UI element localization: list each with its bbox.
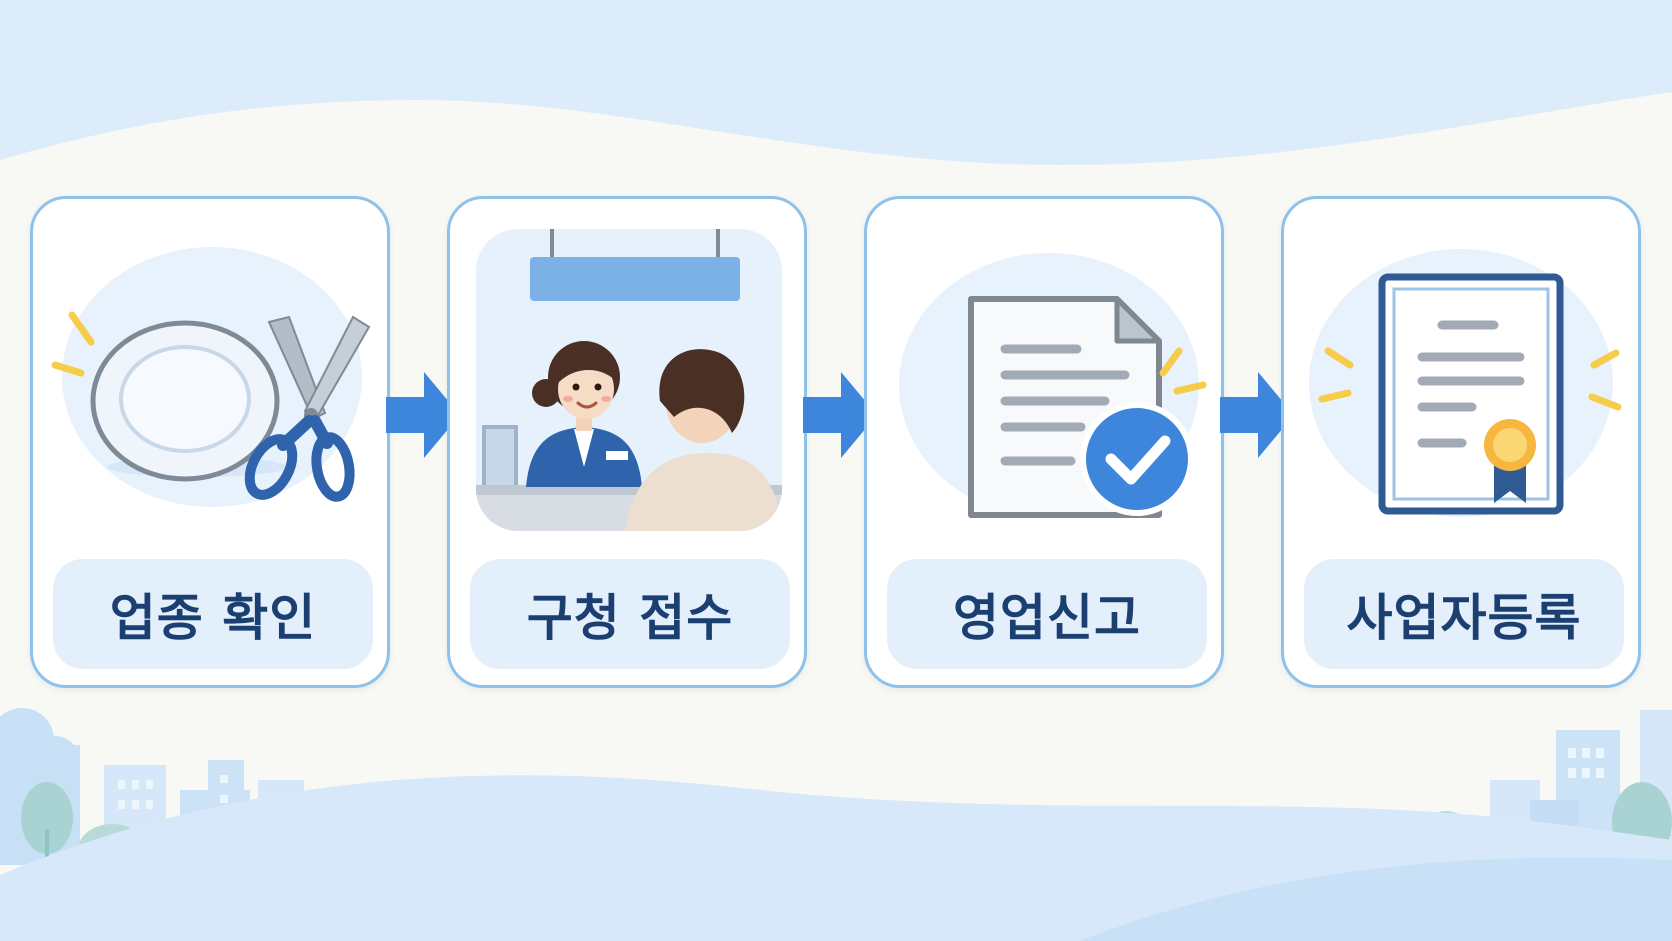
step-card-2: 구청 접수 (447, 196, 807, 688)
document-check-icon (899, 253, 1207, 518)
step-label: 영업신고 (887, 559, 1207, 669)
certificate-icon (1309, 249, 1622, 517)
arrow-right-icon (803, 372, 877, 458)
arrow-right-icon (386, 372, 460, 458)
plate-scissors-icon (51, 247, 371, 507)
service-counter-icon (476, 229, 782, 531)
step-card-3: 영업신고 (864, 196, 1224, 688)
step-card-1: 업종 확인 (30, 196, 390, 688)
step-label: 구청 접수 (470, 559, 790, 669)
step-label: 사업자등록 (1304, 559, 1624, 669)
step-label: 업종 확인 (53, 559, 373, 669)
step-card-4: 사업자등록 (1281, 196, 1641, 688)
arrow-right-icon (1220, 372, 1294, 458)
